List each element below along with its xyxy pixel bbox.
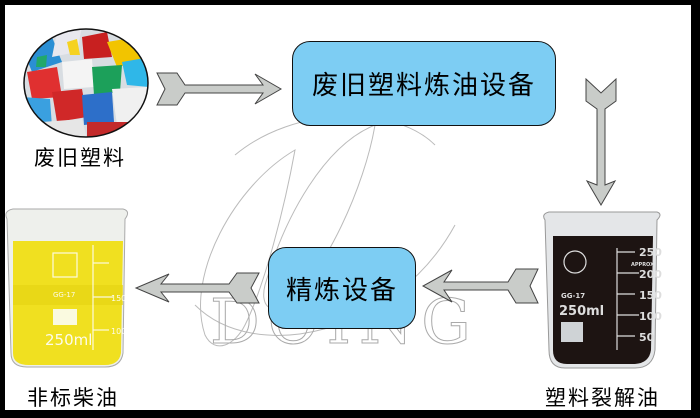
beaker-tick: 100	[639, 310, 662, 323]
arrow-left-icon	[134, 272, 260, 304]
pyrolysis-oil-beaker-image: 250 APPROX 200 150 100 50 GG-17 250ml	[543, 211, 662, 369]
waste-plastic-image	[23, 28, 149, 138]
arrow-down-icon	[585, 77, 617, 206]
diesel-label: 非标柴油	[27, 386, 119, 410]
beaker-tick: 50	[639, 331, 655, 344]
beaker-tick: 100	[111, 327, 126, 336]
pyrolysis-equipment-label: 废旧塑料炼油设备	[311, 71, 536, 101]
pyrolysis-oil-label: 塑料裂解油	[545, 386, 660, 410]
pyrolysis-equipment-box: 废旧塑料炼油设备	[292, 41, 556, 126]
beaker-tick: 200	[639, 268, 662, 281]
diesel-beaker-image: 150 100 GG-17 250ml	[5, 208, 129, 368]
beaker-tick: 150	[639, 289, 662, 302]
beaker-volume: 250ml	[559, 304, 604, 319]
flow-diagram: DOING 废旧塑料 废旧塑料炼油设备	[5, 5, 691, 410]
refining-equipment-label: 精炼设备	[285, 275, 398, 306]
beaker-tick: 250	[639, 246, 662, 259]
waste-plastic-label: 废旧塑料	[34, 146, 126, 170]
arrow-right-icon	[156, 72, 283, 106]
beaker-model: GG-17	[561, 292, 585, 300]
beaker-approx: APPROX	[631, 262, 654, 268]
beaker-volume: 250ml	[45, 331, 92, 349]
beaker-tick: 150	[111, 294, 126, 303]
beaker-model: GG-17	[53, 291, 75, 299]
arrow-left-icon	[421, 268, 539, 304]
refining-equipment-box: 精炼设备	[268, 247, 416, 329]
